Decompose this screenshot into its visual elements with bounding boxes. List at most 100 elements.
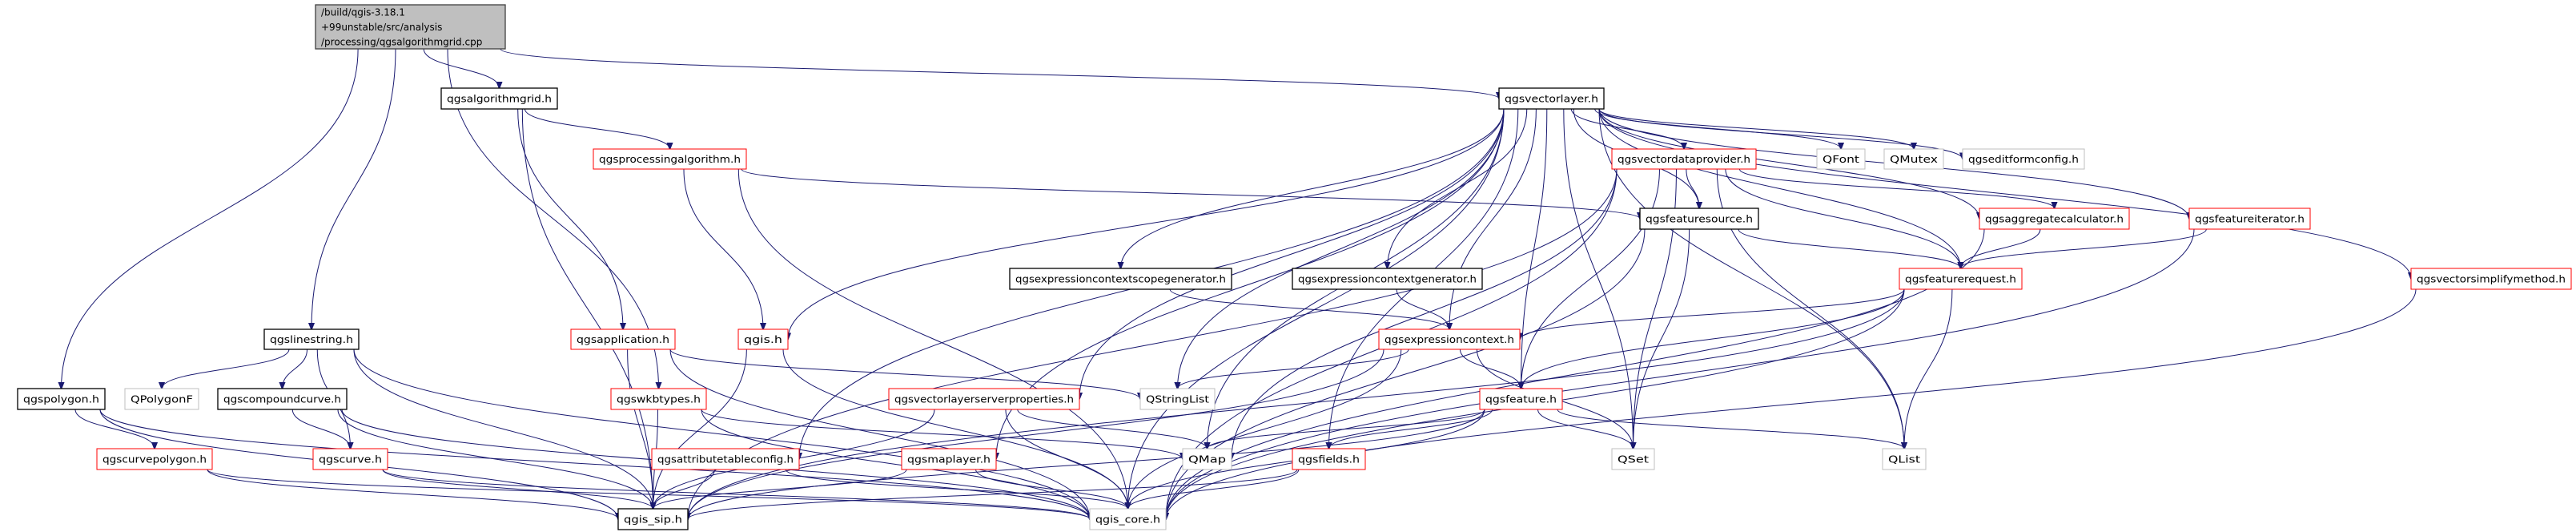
node-label: qgsexpressioncontext.h bbox=[1384, 334, 1514, 345]
node-qfont: QFont bbox=[1816, 148, 1866, 170]
edge-featuresource-to-qset bbox=[1634, 228, 1690, 449]
node-label: qgsmaplayer.h bbox=[907, 454, 991, 466]
node-label: qgseditformconfig.h bbox=[1968, 154, 2079, 165]
edge-ctxscopegen-to-expressioncontext bbox=[1169, 288, 1449, 329]
node-label: qgis_sip.h bbox=[624, 514, 682, 526]
node-root[interactable]: /build/qgis-3.18.1+99unstable/src/analys… bbox=[315, 4, 506, 50]
node-curvepolygon[interactable]: qgscurvepolygon.h bbox=[96, 448, 213, 470]
edge-aggregatecalculator-to-qgiscore bbox=[1166, 228, 1985, 519]
node-expressioncontext[interactable]: qgsexpressioncontext.h bbox=[1378, 328, 1521, 350]
node-label: qgsfeaturesource.h bbox=[1646, 214, 1753, 225]
node-ctxscopegen[interactable]: qgsexpressioncontextscopegenerator.h bbox=[1009, 268, 1232, 290]
edge-vectorlayer-to-simplifymethod bbox=[1598, 108, 2411, 279]
edge-processingalgorithm-to-qgiscore bbox=[737, 168, 1127, 509]
edge-root-to-wkbtypes bbox=[447, 48, 659, 389]
node-box bbox=[1816, 148, 1866, 170]
edge-expressioncontext-to-feature bbox=[1459, 349, 1521, 389]
edge-maplayer-to-qgissip bbox=[653, 469, 907, 509]
edge-linestring-to-qpolygonf bbox=[162, 349, 290, 389]
node-wkbtypes[interactable]: qgswkbtypes.h bbox=[610, 388, 707, 410]
edge-maplayer-to-qgiscore bbox=[975, 469, 1128, 509]
edge-fields-to-qgissip bbox=[688, 469, 1298, 519]
node-label: qgslinestring.h bbox=[270, 334, 353, 345]
node-label: QStringList bbox=[1146, 394, 1209, 405]
edge-feature-to-qlist bbox=[1557, 409, 1904, 449]
edge-vectorlayer-to-feature bbox=[1521, 108, 1548, 389]
node-box bbox=[1611, 148, 1757, 170]
edge-qgis-to-qgiscore bbox=[782, 349, 1128, 509]
edge-curve-to-qgissip bbox=[382, 469, 653, 509]
node-label: QSet bbox=[1618, 454, 1649, 466]
node-box bbox=[1139, 388, 1216, 410]
node-label: qgscurve.h bbox=[319, 454, 382, 466]
node-box bbox=[263, 328, 360, 350]
edge-vectorlayer-to-aggregatecalculator bbox=[1598, 108, 1979, 219]
node-box bbox=[2188, 208, 2311, 230]
edge-algorithmgrid-to-qgissip bbox=[521, 108, 653, 509]
node-feature[interactable]: qgsfeature.h bbox=[1479, 388, 1563, 410]
node-box bbox=[440, 87, 558, 110]
node-label: /build/qgis-3.18.1 bbox=[321, 7, 405, 18]
edge-feature-to-qset bbox=[1537, 409, 1634, 449]
node-qgis[interactable]: qgis.h bbox=[737, 328, 789, 350]
node-fields[interactable]: qgsfields.h bbox=[1292, 448, 1366, 470]
node-attributetableconfig[interactable]: qgsattributetableconfig.h bbox=[651, 448, 800, 470]
edge-vectorlayer-to-qset bbox=[1563, 108, 1634, 449]
node-vectordataprovider[interactable]: qgsvectordataprovider.h bbox=[1611, 148, 1757, 170]
node-label: qgsprocessingalgorithm.h bbox=[599, 154, 741, 165]
node-polygon[interactable]: qgspolygon.h bbox=[17, 388, 106, 410]
node-label: QMap bbox=[1188, 454, 1226, 466]
node-vectorlayer[interactable]: qgsvectorlayer.h bbox=[1498, 87, 1605, 110]
node-featurerequest[interactable]: qgsfeaturerequest.h bbox=[1899, 268, 2023, 290]
edge-featurerequest-to-qlist bbox=[1904, 288, 1953, 449]
node-qmutex: QMutex bbox=[1883, 148, 1944, 170]
node-label: qgsapplication.h bbox=[577, 334, 669, 345]
node-serverproperties[interactable]: qgsvectorlayerserverproperties.h bbox=[888, 388, 1080, 410]
node-box bbox=[1479, 388, 1563, 410]
edge-processingalgorithm-to-featuresource bbox=[741, 168, 1640, 219]
node-label: /processing/qgsalgorithmgrid.cpp bbox=[321, 36, 482, 47]
node-box bbox=[1009, 268, 1232, 290]
node-box bbox=[593, 148, 747, 170]
node-box bbox=[1498, 87, 1605, 110]
node-application[interactable]: qgsapplication.h bbox=[570, 328, 676, 350]
edge-curvepolygon-to-qgiscore bbox=[207, 469, 1090, 519]
node-label: qgsvectorlayerserverproperties.h bbox=[894, 394, 1074, 405]
node-algorithmgrid[interactable]: qgsalgorithmgrid.h bbox=[440, 87, 558, 110]
edge-fields-to-qgiscore bbox=[1128, 469, 1300, 509]
node-box bbox=[1979, 208, 2130, 230]
node-maplayer[interactable]: qgsmaplayer.h bbox=[901, 448, 997, 470]
node-box bbox=[1292, 268, 1483, 290]
node-linestring[interactable]: qgslinestring.h bbox=[263, 328, 360, 350]
node-qmap: QMap bbox=[1182, 448, 1232, 470]
node-label: qgspolygon.h bbox=[23, 394, 99, 405]
node-featuresource[interactable]: qgsfeaturesource.h bbox=[1639, 208, 1759, 230]
node-label: qgsvectorlayer.h bbox=[1505, 94, 1598, 105]
node-curve[interactable]: qgscurve.h bbox=[312, 448, 388, 470]
node-label: qgis.h bbox=[744, 334, 782, 345]
node-featureiterator[interactable]: qgsfeatureiterator.h bbox=[2188, 208, 2311, 230]
node-aggregatecalculator[interactable]: qgsaggregatecalculator.h bbox=[1979, 208, 2130, 230]
node-box bbox=[1089, 508, 1167, 530]
edge-root-to-polygon bbox=[62, 48, 359, 389]
edge-simplifymethod-to-qgiscore bbox=[1166, 288, 2417, 519]
node-label: qgsfeaturerequest.h bbox=[1905, 274, 2016, 285]
node-label: qgsalgorithmgrid.h bbox=[447, 94, 552, 105]
node-label: qgswkbtypes.h bbox=[617, 394, 701, 405]
edge-linestring-to-qgiscore bbox=[353, 349, 1090, 519]
node-label: qgscompoundcurve.h bbox=[223, 394, 341, 405]
node-ctxgen[interactable]: qgsexpressioncontextgenerator.h bbox=[1292, 268, 1483, 290]
node-simplifymethod[interactable]: qgsvectorsimplifymethod.h bbox=[2410, 268, 2572, 290]
edge-vectorlayer-to-featurerequest bbox=[1598, 108, 1961, 268]
node-processingalgorithm[interactable]: qgsprocessingalgorithm.h bbox=[593, 148, 747, 170]
node-compoundcurve[interactable]: qgscompoundcurve.h bbox=[217, 388, 348, 410]
edge-vectorlayer-to-qstringlist bbox=[1178, 108, 1505, 389]
node-box bbox=[1611, 448, 1655, 470]
node-label: QList bbox=[1888, 454, 1920, 466]
node-box bbox=[2410, 268, 2572, 290]
edge-vectorlayer-to-qmutex bbox=[1598, 108, 1914, 149]
node-editformconfig: qgseditformconfig.h bbox=[1962, 148, 2085, 170]
node-box bbox=[1292, 448, 1366, 470]
node-qgissip[interactable]: qgis_sip.h bbox=[617, 508, 689, 530]
